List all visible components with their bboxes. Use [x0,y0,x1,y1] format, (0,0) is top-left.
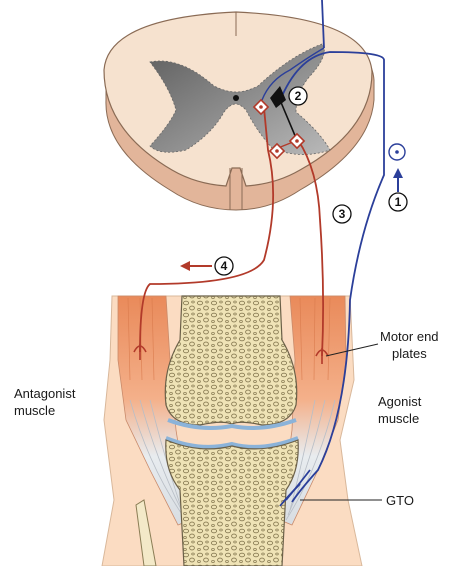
label-agonist-line2: muscle [378,411,419,426]
label-antagonist-muscle: Antagonist muscle [14,386,76,418]
marker-1-label: 1 [395,195,402,209]
arrow-1-icon [393,168,403,192]
label-antagonist-line2: muscle [14,403,55,418]
signal-dot-icon [389,144,405,160]
tibia [166,440,298,566]
marker-3: 3 [333,205,351,223]
label-motor-end-plates-line1: Motor end [380,329,439,344]
label-motor-end-plates-line2: plates [392,346,427,361]
arrow-4-icon [180,261,212,271]
label-antagonist-line1: Antagonist [14,386,76,401]
marker-3-label: 3 [339,207,346,221]
spinal-cord [104,12,374,210]
label-agonist-muscle: Agonist muscle [378,394,422,426]
label-gto: GTO [386,493,414,508]
marker-1: 1 [389,193,407,211]
central-canal [233,95,239,101]
marker-2: 2 [289,87,307,105]
label-motor-end-plates: Motor end plates [380,329,439,361]
marker-4: 4 [215,257,233,275]
marker-4-label: 4 [221,259,228,273]
femur [165,296,296,425]
marker-2-label: 2 [295,89,302,103]
label-agonist-line1: Agonist [378,394,422,409]
